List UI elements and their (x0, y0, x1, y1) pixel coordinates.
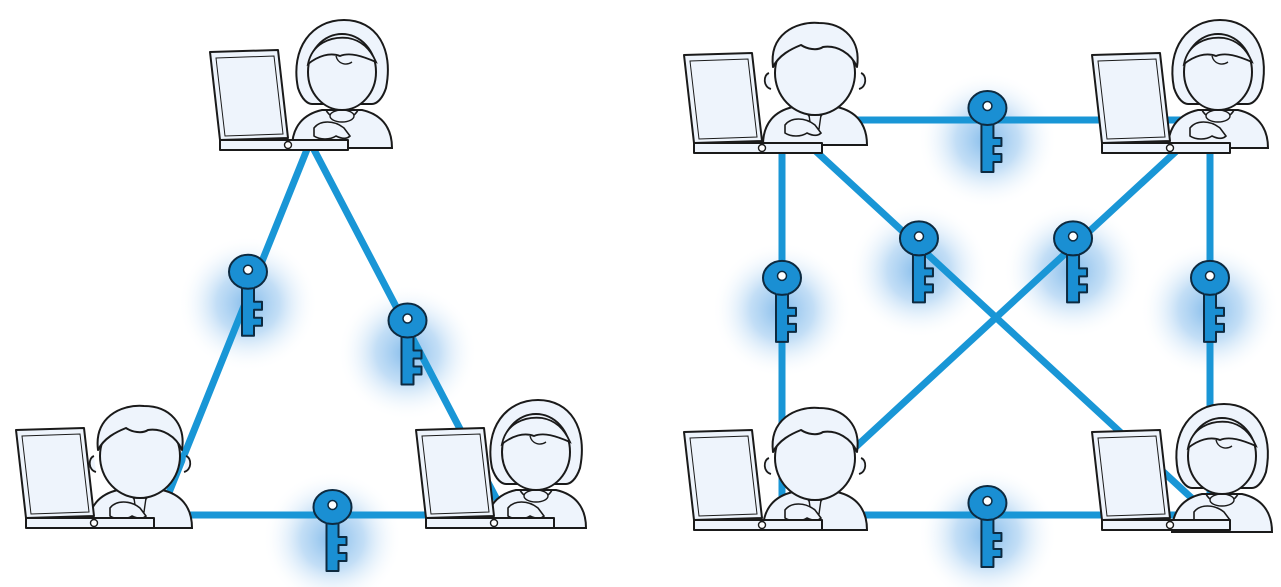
male-user-icon (87, 404, 193, 529)
male-user-icon (762, 21, 868, 146)
link-top-bottom-left (156, 138, 314, 519)
male-user-icon (762, 406, 868, 531)
female-user-icon (1171, 403, 1273, 533)
female-user-icon (291, 19, 393, 149)
female-user-icon (485, 399, 587, 529)
female-user-icon (1167, 19, 1269, 149)
